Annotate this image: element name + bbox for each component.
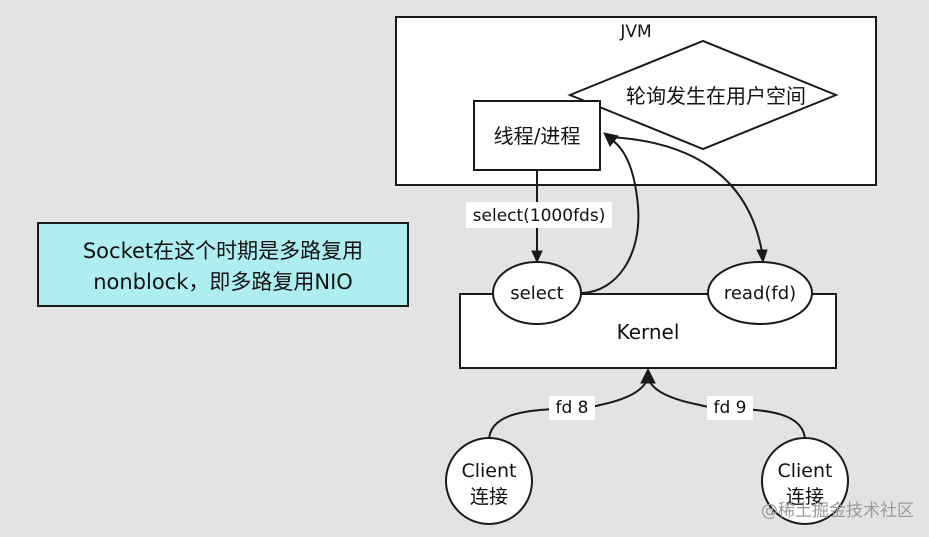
client-left-circle (445, 437, 533, 525)
client-right-circle (761, 437, 849, 525)
fd-right-label-bg (707, 396, 753, 420)
arrowhead-read (756, 249, 768, 264)
arrowhead-select (531, 250, 543, 264)
socket-note-line2: nonblock，即多路复用NIO (93, 270, 353, 294)
select-ellipse-label: select (510, 283, 563, 304)
socket-note-box (37, 222, 409, 307)
arrowhead-thread-return (603, 132, 619, 147)
client-left-line2: 连接 (470, 486, 508, 508)
socket-note-line1: Socket在这个时期是多路复用 (83, 239, 363, 263)
select-call-label-bg (466, 202, 612, 228)
watermark-text: @稀土掘金技术社区 (761, 501, 914, 521)
kernel-label: Kernel (617, 320, 680, 344)
edge-thread-to-read (607, 136, 763, 253)
thread-process-label: 线程/进程 (494, 124, 581, 148)
fd-left-label-bg (549, 396, 595, 420)
select-call-label: select(1000fds) (473, 206, 606, 226)
read-ellipse (707, 261, 813, 325)
read-ellipse-label: read(fd) (724, 283, 796, 304)
polling-diamond (567, 39, 839, 151)
select-ellipse (492, 261, 582, 325)
arrowhead-kernel (640, 367, 656, 384)
client-right-line1: Client (777, 460, 832, 482)
client-left-line1: Client (461, 460, 516, 482)
jvm-label: JVM (619, 22, 651, 42)
fd-left-label: fd 8 (556, 398, 589, 418)
client-right-line2: 连接 (786, 486, 824, 508)
polling-note-label: 轮询发生在用户空间 (626, 84, 806, 108)
edge-select-return (581, 139, 640, 294)
fd-right-label: fd 9 (714, 398, 747, 418)
